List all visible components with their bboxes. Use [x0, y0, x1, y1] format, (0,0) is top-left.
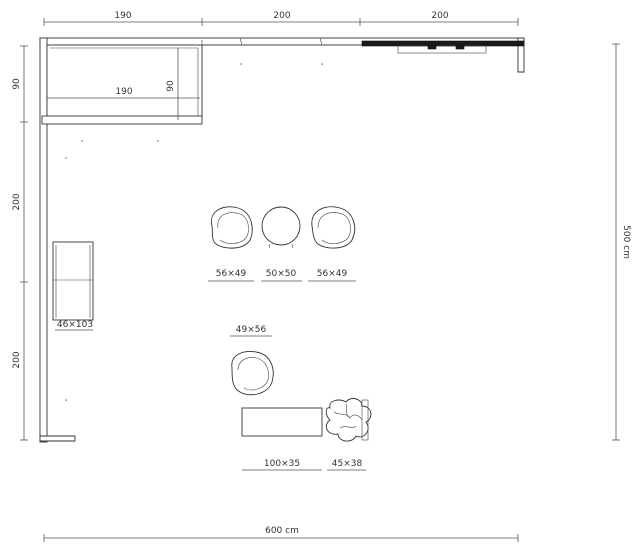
- stool-center-label: 50×50: [266, 269, 297, 279]
- lounge-chair: [230, 335, 274, 396]
- dim-left-middle: 200: [12, 193, 22, 210]
- bench: [241, 407, 323, 471]
- plant-label: 45×38: [332, 459, 363, 469]
- right-dimension-line: [612, 43, 620, 441]
- dim-left-bottom: 200: [12, 351, 22, 368]
- built-in-shelf: [41, 40, 203, 125]
- top-dimension-line: [43, 18, 519, 26]
- side-unit: [52, 241, 94, 331]
- left-dimension-line: [20, 45, 28, 441]
- shelf-depth-label: 90: [166, 80, 176, 92]
- chair-right-label: 56×49: [317, 269, 348, 279]
- walls: [39, 37, 525, 443]
- chair-left-label: 56×49: [216, 269, 247, 279]
- dim-bottom-total: 600 cm: [265, 526, 299, 536]
- dim-top-right: 200: [431, 11, 448, 21]
- plant: [325, 398, 372, 471]
- chair-left: [208, 206, 254, 282]
- chair-right: [308, 206, 356, 282]
- stool-center: [261, 206, 302, 282]
- bottom-dimension-line: [43, 534, 519, 542]
- bench-label: 100×35: [264, 459, 300, 469]
- shelf-width-label: 190: [115, 87, 132, 97]
- dim-top-middle: 200: [273, 11, 290, 21]
- dim-left-top: 90: [12, 78, 22, 90]
- side-unit-label: 46×103: [57, 320, 93, 330]
- fixture-dots: [65, 63, 323, 401]
- dim-top-left: 190: [114, 11, 131, 21]
- lounge-chair-label: 49×56: [236, 325, 267, 335]
- dim-right-total: 500 cm: [621, 225, 631, 259]
